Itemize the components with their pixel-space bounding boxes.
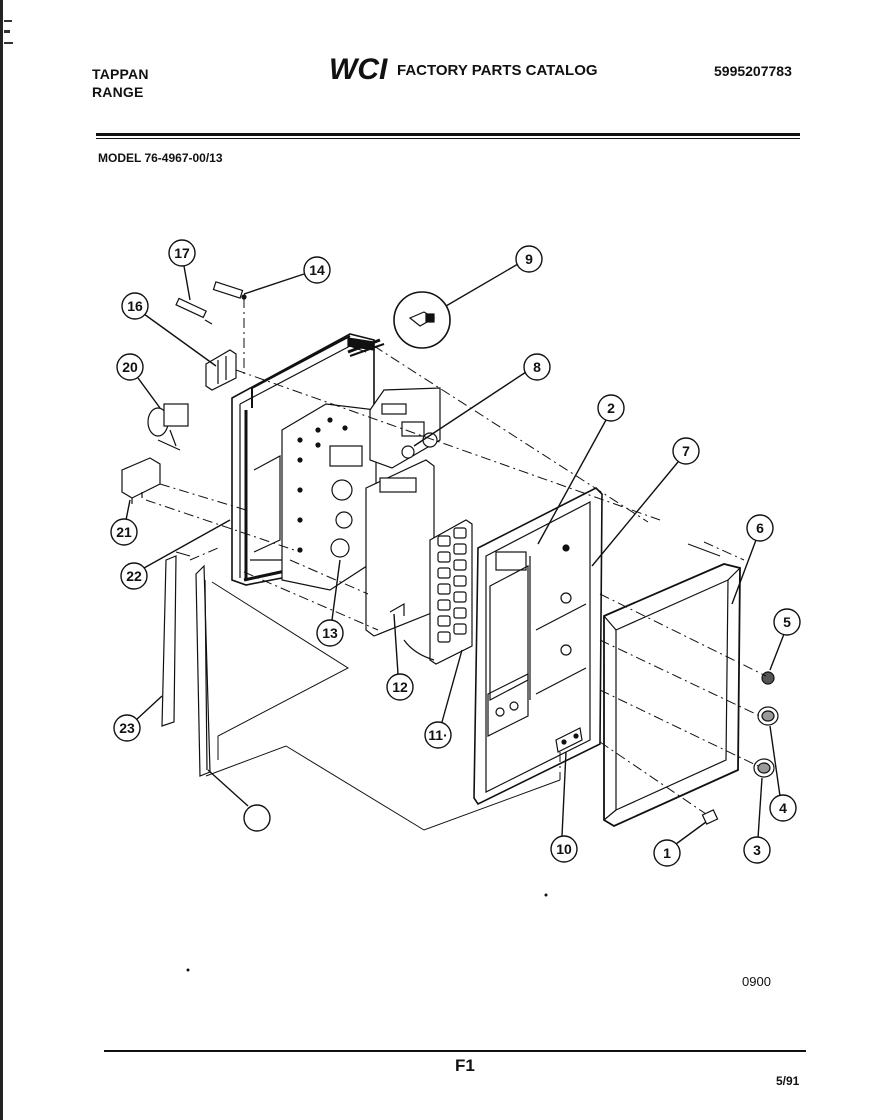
callouts: 17 14 16 9 20 8 2 bbox=[110, 239, 801, 867]
keypad-key bbox=[453, 607, 467, 619]
svg-text:10: 10 bbox=[556, 841, 572, 857]
callout-11[interactable]: 11· bbox=[424, 649, 463, 749]
connector-15 bbox=[175, 297, 213, 325]
keypad-key bbox=[453, 559, 467, 571]
page-id: F1 bbox=[455, 1056, 475, 1075]
keypad-key bbox=[453, 575, 467, 587]
svg-text:11·: 11· bbox=[428, 727, 447, 743]
brand-line-1: TAPPAN bbox=[92, 66, 149, 82]
keypad-key bbox=[437, 631, 451, 643]
callout-17[interactable]: 20 bbox=[116, 353, 161, 409]
callout-14[interactable]: 14 bbox=[243, 256, 331, 295]
spacer-1 bbox=[701, 809, 719, 825]
svg-text:9: 9 bbox=[525, 251, 533, 267]
svg-text:20: 20 bbox=[122, 359, 138, 375]
header-divider-thick bbox=[96, 133, 800, 136]
model-number: MODEL 76-4967-00/13 bbox=[98, 151, 223, 165]
keypad-key bbox=[437, 583, 451, 595]
bracket-10 bbox=[555, 727, 583, 753]
knob-3 bbox=[753, 758, 775, 778]
callout-2[interactable]: 2 bbox=[537, 394, 625, 545]
keypad-key bbox=[453, 591, 467, 603]
svg-text:21: 21 bbox=[116, 524, 132, 540]
thermostat-17 bbox=[147, 403, 189, 451]
keypad-key bbox=[437, 535, 451, 547]
callout-9[interactable]: 9 bbox=[445, 245, 543, 307]
diagram-code: 0900 bbox=[742, 974, 771, 989]
svg-text:5: 5 bbox=[783, 614, 791, 630]
knob-5 bbox=[761, 671, 775, 685]
svg-text:WCI: WCI bbox=[329, 53, 388, 84]
strip-22 bbox=[161, 555, 177, 727]
svg-text:22: 22 bbox=[126, 568, 142, 584]
strip-23 bbox=[195, 564, 211, 777]
svg-text:14: 14 bbox=[309, 262, 325, 278]
keypad-key bbox=[453, 543, 467, 555]
svg-text:17: 17 bbox=[174, 245, 190, 261]
callout-15[interactable]: 17 bbox=[168, 239, 196, 301]
callout-16[interactable]: 16 bbox=[121, 292, 217, 367]
exploded-view-guide-lines bbox=[145, 298, 767, 815]
svg-text:12: 12 bbox=[392, 679, 408, 695]
svg-text:23: 23 bbox=[119, 720, 135, 736]
keypad-key bbox=[437, 615, 451, 627]
svg-text:1: 1 bbox=[663, 845, 671, 861]
catalog-title: FACTORY PARTS CATALOG bbox=[397, 62, 598, 79]
callout-3[interactable]: 3 bbox=[743, 777, 771, 864]
callout-12[interactable]: 12 bbox=[386, 613, 414, 701]
callout-21[interactable]: 22 bbox=[120, 519, 231, 590]
callout-22[interactable]: 23 bbox=[113, 695, 163, 742]
callout-7[interactable]: 7 bbox=[591, 437, 700, 567]
svg-text:16: 16 bbox=[127, 298, 143, 314]
assembly-outline-lines bbox=[175, 543, 721, 831]
brand-line-2: RANGE bbox=[92, 84, 144, 100]
stray-dots bbox=[186, 893, 548, 972]
keypad-key bbox=[437, 551, 451, 563]
catalog-date: 5/91 bbox=[776, 1074, 800, 1088]
callout-13[interactable]: 13 bbox=[316, 559, 344, 647]
callout-23[interactable] bbox=[207, 769, 271, 832]
svg-text:13: 13 bbox=[322, 625, 338, 641]
callout-1[interactable]: 1 bbox=[653, 821, 707, 867]
panel-plate bbox=[365, 459, 435, 637]
switch-20 bbox=[121, 457, 161, 504]
connector-14 bbox=[212, 281, 247, 300]
trim-frame bbox=[603, 563, 741, 828]
svg-text:7: 7 bbox=[682, 443, 690, 459]
callout-20[interactable]: 21 bbox=[110, 499, 138, 546]
front-control-panel bbox=[473, 487, 603, 806]
relay-16 bbox=[205, 349, 237, 391]
wci-logo: WCI bbox=[329, 53, 388, 84]
callout-6[interactable]: 6 bbox=[731, 514, 774, 605]
footer-divider bbox=[104, 1050, 806, 1052]
catalog-part-number: 5995207783 bbox=[714, 63, 792, 79]
svg-text:6: 6 bbox=[756, 520, 764, 536]
keypad-key bbox=[453, 623, 467, 635]
display-module bbox=[369, 387, 441, 469]
knob-4 bbox=[757, 706, 779, 726]
callout-10[interactable]: 10 bbox=[550, 751, 578, 863]
keypad-keys bbox=[437, 527, 467, 643]
callout-4[interactable]: 4 bbox=[769, 725, 797, 822]
svg-text:3: 3 bbox=[753, 842, 761, 858]
callout-5[interactable]: 5 bbox=[769, 608, 801, 671]
header-divider-thin bbox=[96, 138, 800, 139]
keypad-key bbox=[437, 567, 451, 579]
keypad-key bbox=[453, 527, 467, 539]
svg-text:4: 4 bbox=[779, 800, 787, 816]
part-detail-9 bbox=[347, 291, 451, 357]
keypad-membrane bbox=[403, 519, 473, 665]
scan-edge-marks bbox=[0, 0, 13, 1120]
svg-text:2: 2 bbox=[607, 400, 615, 416]
callout-8[interactable]: 8 bbox=[413, 353, 551, 447]
circuit-board bbox=[281, 403, 377, 591]
svg-text:8: 8 bbox=[533, 359, 541, 375]
keypad-key bbox=[437, 599, 451, 611]
